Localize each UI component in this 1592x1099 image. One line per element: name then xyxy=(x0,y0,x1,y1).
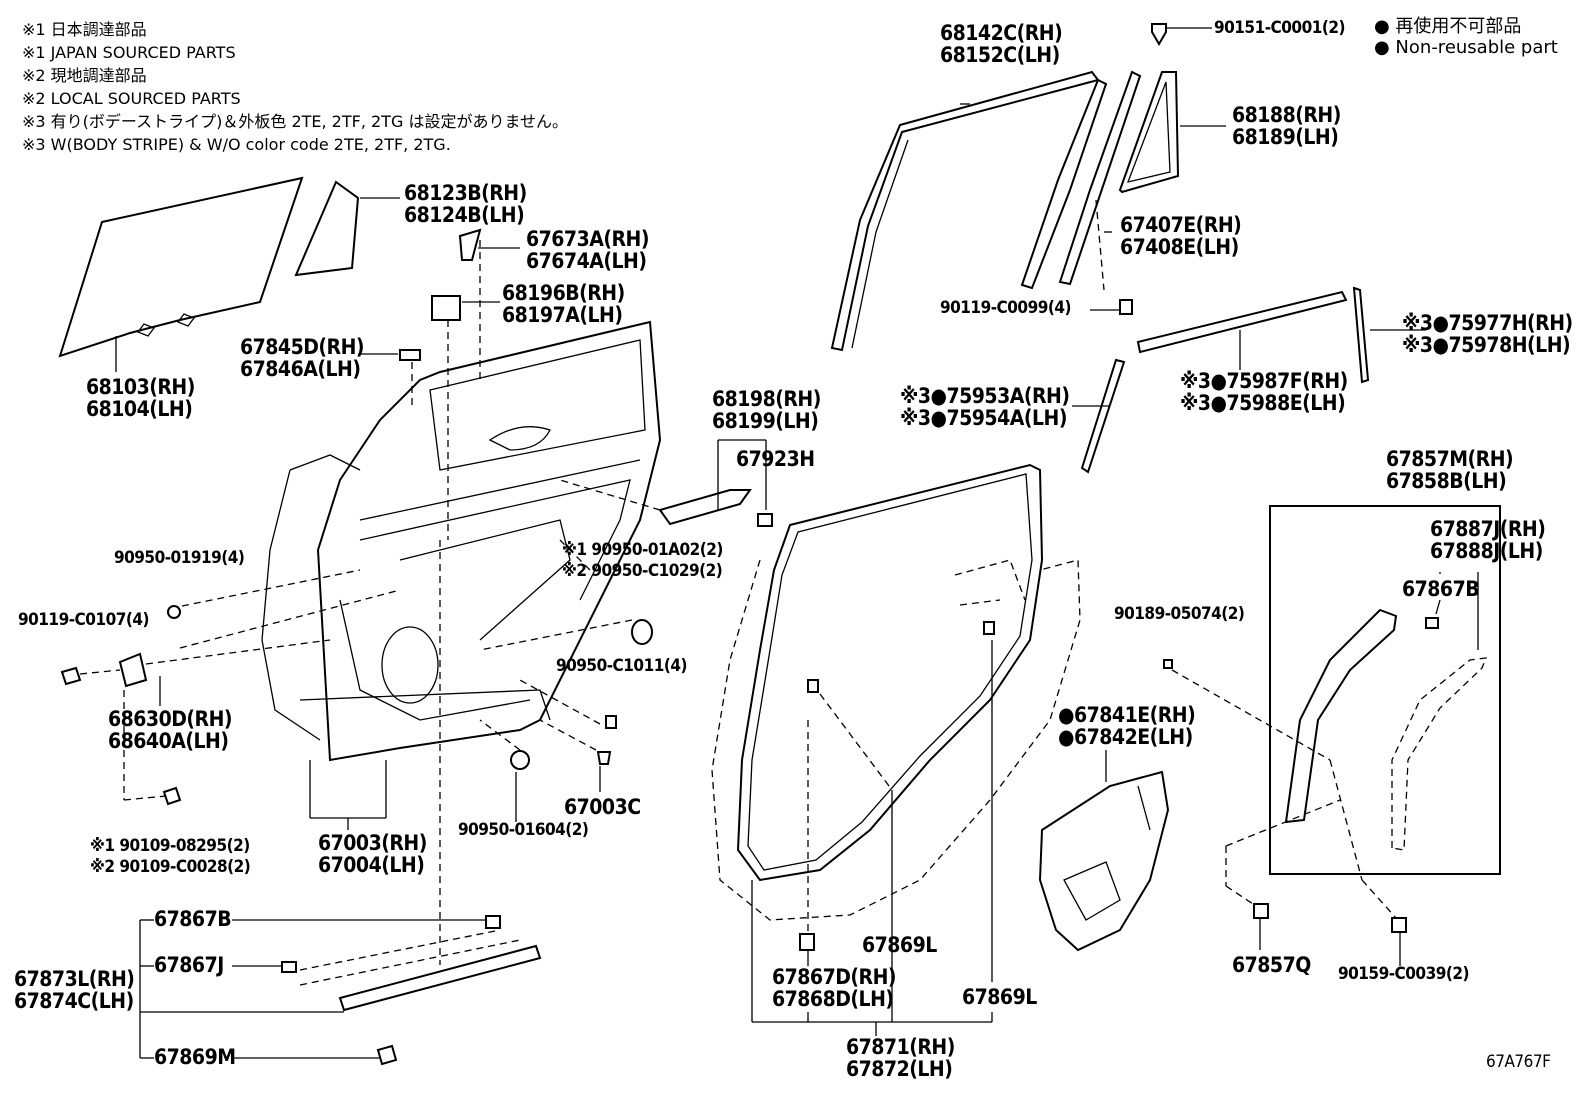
part-label: 67867J xyxy=(154,953,224,977)
part-label: ※1 90109-08295(2) ※2 90109-C0028(2) xyxy=(90,836,251,877)
legend-jp: ● 再使用不可部品 xyxy=(1374,16,1522,37)
part-label: ※3●75977H(RH) ※3●75978H(LH) xyxy=(1402,311,1573,357)
belt-moulding-stripe xyxy=(1136,290,1348,354)
figure-code: 67A767F xyxy=(1486,1052,1551,1072)
part-label: 90119-C0099(4) xyxy=(940,298,1071,318)
part-label: 67867D(RH) 67868D(LH) xyxy=(772,965,897,1011)
part-label: 90950-01604(2) xyxy=(458,820,589,840)
part-label: ※3●75953A(RH) ※3●75954A(LH) xyxy=(900,384,1070,430)
rocker-moulding xyxy=(338,944,542,1012)
leader-lines xyxy=(115,27,1479,1059)
part-label: 90189-05074(2) xyxy=(1114,604,1245,624)
part-label: 68198(RH) 68199(LH) xyxy=(712,387,821,433)
part-label: 90119-C0107(4) xyxy=(18,610,149,630)
note-1-en: ※1 JAPAN SOURCED PARTS xyxy=(22,43,236,62)
part-label: 67845D(RH) 67846A(LH) xyxy=(240,335,365,381)
part-label: 67867B xyxy=(1402,577,1480,601)
part-label: 67869M xyxy=(154,1045,236,1069)
part-label: ※3●75987F(RH) ※3●75988E(LH) xyxy=(1180,369,1348,415)
part-label: ●67841E(RH) ●67842E(LH) xyxy=(1058,703,1196,749)
part-label: 90159-C0039(2) xyxy=(1338,964,1469,984)
service-hole-cover xyxy=(1038,770,1170,952)
part-label: 67867B xyxy=(154,907,232,931)
rear-run-channel xyxy=(1058,70,1142,286)
part-label: 67887J(RH) 67888J(LH) xyxy=(1430,517,1546,563)
quarter-glass xyxy=(294,180,360,277)
part-label: 90950-01919(4) xyxy=(114,548,245,568)
part-label: 67869L xyxy=(962,985,1037,1009)
part-label: 67857M(RH) 67858B(LH) xyxy=(1386,447,1514,493)
part-label: 67871(RH) 67872(LH) xyxy=(846,1035,955,1081)
note-2-jp: ※2 現地調達部品 xyxy=(22,66,147,85)
fixed-glass xyxy=(1118,71,1180,194)
part-label: 68123B(RH) 68124B(LH) xyxy=(404,181,527,227)
note-3-jp: ※3 有り(ボデーストライプ)＆外板色 2TE, 2TF, 2TG は設定があり… xyxy=(22,112,568,131)
door-glass xyxy=(58,176,304,358)
pillar-stripe-front xyxy=(1080,358,1126,474)
part-label: 67673A(RH) 67674A(LH) xyxy=(526,227,649,273)
part-label: 67407E(RH) 67408E(LH) xyxy=(1120,213,1242,259)
part-label: 68142C(RH) 68152C(LH) xyxy=(940,21,1063,67)
legend-en: ● Non-reusable part xyxy=(1374,37,1558,58)
door-shell xyxy=(316,320,662,762)
note-2-en: ※2 LOCAL SOURCED PARTS xyxy=(22,89,241,108)
pillar-stripe-rear xyxy=(1352,286,1370,384)
part-label: 67869L xyxy=(862,933,937,957)
part-label: 67003(RH) 67004(LH) xyxy=(318,831,427,877)
dashed-leaders xyxy=(79,199,1397,965)
part-label: 68630D(RH) 68640A(LH) xyxy=(108,707,233,753)
part-label: 90151-C0001(2) xyxy=(1214,18,1345,38)
part-label: ※1 90950-01A02(2) ※2 90950-C1029(2) xyxy=(562,540,723,581)
part-label: 67873L(RH) 67874C(LH) xyxy=(14,967,135,1013)
part-label: 67923H xyxy=(736,447,815,471)
door-weatherstrip xyxy=(736,463,1044,882)
part-label: 68103(RH) 68104(LH) xyxy=(86,375,195,421)
part-label: 67003C xyxy=(564,795,641,819)
part-label: 67857Q xyxy=(1232,953,1311,977)
part-label: 90950-C1011(4) xyxy=(556,656,687,676)
garnish-kit-box xyxy=(1269,505,1501,875)
part-label: 68196B(RH) 68197A(LH) xyxy=(502,281,625,327)
part-label: 68188(RH) 68189(LH) xyxy=(1232,103,1341,149)
note-3-en: ※3 W(BODY STRIPE) & W/O color code 2TE, … xyxy=(22,135,451,154)
note-1-jp: ※1 日本調達部品 xyxy=(22,20,147,39)
division-bar xyxy=(1020,78,1108,290)
